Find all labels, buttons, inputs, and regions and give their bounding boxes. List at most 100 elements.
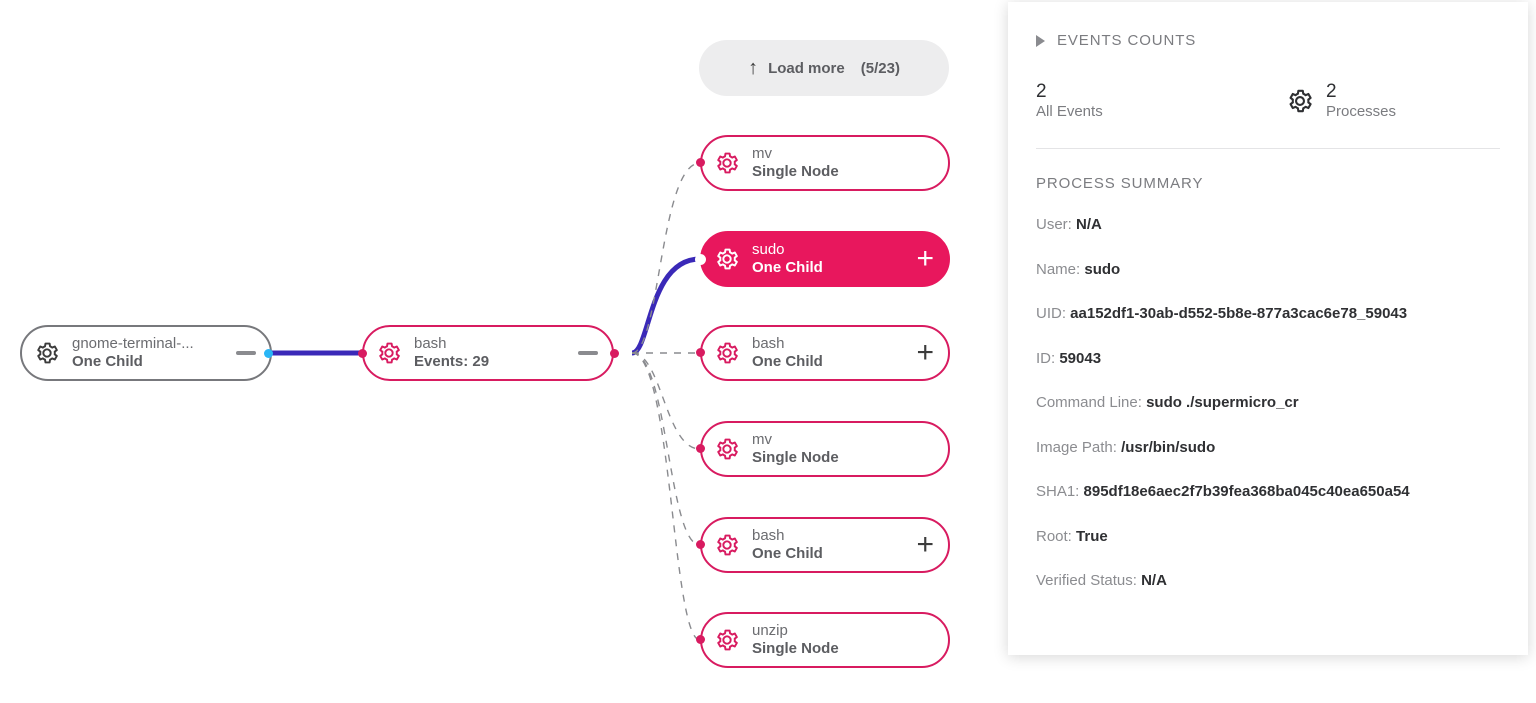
connector-dot <box>696 540 705 549</box>
summary-field: Name: sudo <box>1036 259 1500 282</box>
field-value: 59043 <box>1059 349 1102 367</box>
count-label: All Events <box>1036 102 1103 120</box>
field-value: sudo ./supermicro_cr <box>1146 394 1299 412</box>
count-value: 2 <box>1326 81 1337 102</box>
field-value: sudo <box>1084 260 1121 278</box>
count-value: 2 <box>1036 81 1047 102</box>
connector-dot <box>358 349 367 358</box>
gear-icon <box>717 534 738 556</box>
field-value: N/A <box>1076 216 1102 234</box>
node-title: unzip <box>752 621 788 639</box>
events-counts-label: EVENTS COUNTS <box>1057 32 1197 49</box>
node-labels: gnome-terminal-... One Child <box>72 335 194 372</box>
field-label: Image Path: <box>1036 438 1122 456</box>
counts-row: 2 All Events 2 Processes <box>1036 81 1500 120</box>
summary-field: ID: 59043 <box>1036 348 1500 371</box>
divider <box>1036 148 1500 150</box>
node-subtitle: One Child <box>752 353 823 370</box>
field-value: N/A <box>1141 572 1167 590</box>
summary-field: UID: aa152df1-30ab-d552-5b8e-877a3cac6e7… <box>1036 303 1500 326</box>
arrow-up-icon: ↑ <box>748 57 759 79</box>
summary-field: Root: True <box>1036 526 1500 549</box>
field-label: Root: <box>1036 527 1077 545</box>
node-labels: bash Events: 29 <box>414 335 489 372</box>
node-subtitle: One Child <box>752 259 823 276</box>
node-title: mv <box>752 430 772 448</box>
expand-button[interactable]: + <box>916 528 934 561</box>
node-subtitle: One Child <box>752 545 823 562</box>
node-title: gnome-terminal-... <box>72 334 194 352</box>
connector-dot <box>696 348 705 357</box>
process-summary-header: PROCESS SUMMARY <box>1036 175 1204 193</box>
node-title: bash <box>752 526 785 544</box>
node-subtitle: Single Node <box>752 163 839 180</box>
node-title: bash <box>414 334 447 352</box>
summary-field: SHA1: 895df18e6aec2f7b39fea368ba045c40ea… <box>1036 481 1500 504</box>
field-label: SHA1: <box>1036 483 1084 501</box>
gear-icon <box>717 438 738 460</box>
count-processes: 2 Processes <box>1286 81 1396 120</box>
field-label: Verified Status: <box>1036 572 1142 590</box>
load-more-label: Load more <box>768 59 845 77</box>
graph-node-gnome-terminal[interactable]: gnome-terminal-... One Child <box>20 325 272 381</box>
connector-dot-cyan <box>264 349 273 358</box>
node-subtitle: Single Node <box>752 640 839 657</box>
node-subtitle: Events: 29 <box>414 353 490 370</box>
connector-dot <box>695 254 706 265</box>
gear-icon <box>1289 89 1312 112</box>
collapse-button[interactable] <box>562 351 598 355</box>
connector-dot <box>696 158 705 167</box>
connector-dot <box>610 349 619 358</box>
field-value: True <box>1076 527 1108 545</box>
load-more-count: (5/23) <box>860 59 900 77</box>
expand-button[interactable]: + <box>916 336 934 369</box>
load-more-button[interactable]: ↑ Load more (5/23) <box>699 40 949 96</box>
events-counts-header[interactable]: EVENTS COUNTS <box>1036 32 1500 49</box>
count-all-events: 2 All Events <box>1036 81 1286 120</box>
node-subtitle: Single Node <box>752 449 839 466</box>
chevron-right-icon <box>1036 34 1045 47</box>
field-label: Name: <box>1036 260 1085 278</box>
gear-icon <box>717 248 738 270</box>
node-subtitle: One Child <box>72 353 143 370</box>
collapse-button[interactable] <box>220 351 256 355</box>
field-label: ID: <box>1036 349 1060 367</box>
node-title: sudo <box>752 240 785 258</box>
gear-icon <box>717 629 738 651</box>
expand-button[interactable]: + <box>916 242 934 275</box>
details-panel: EVENTS COUNTS 2 All Events 2 Processes P <box>1008 2 1528 655</box>
graph-node-bash-parent[interactable]: bash Events: 29 <box>362 325 614 381</box>
summary-field: Command Line: sudo ./supermicro_cr <box>1036 392 1500 415</box>
gear-icon <box>717 342 738 364</box>
field-label: UID: <box>1036 305 1071 323</box>
connector-dot <box>696 444 705 453</box>
summary-field: Verified Status: N/A <box>1036 570 1500 593</box>
summary-field: Image Path: /usr/bin/sudo <box>1036 437 1500 460</box>
gear-icon <box>379 342 400 364</box>
summary-field: User: N/A <box>1036 214 1500 237</box>
field-value: aa152df1-30ab-d552-5b8e-877a3cac6e78_590… <box>1070 305 1408 323</box>
connector-dot <box>696 635 705 644</box>
field-label: User: <box>1036 216 1077 234</box>
field-value: /usr/bin/sudo <box>1121 438 1216 456</box>
field-value: 895df18e6aec2f7b39fea368ba045c40ea650a54 <box>1083 483 1410 501</box>
count-label: Processes <box>1326 102 1397 120</box>
gear-icon <box>37 342 58 364</box>
field-label: Command Line: <box>1036 394 1147 412</box>
node-title: bash <box>752 334 785 352</box>
